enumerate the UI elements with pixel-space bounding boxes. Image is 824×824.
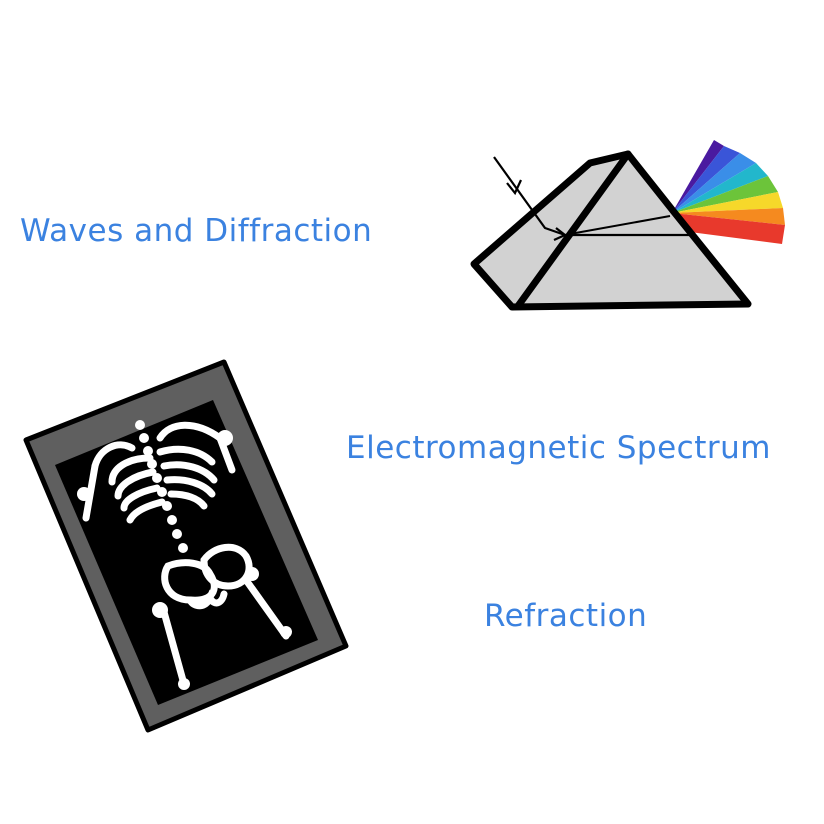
prism-edge [514,150,632,310]
spectrum-fan [672,140,785,244]
right-clavicle [156,421,224,442]
rib-left-4 [126,498,166,524]
rib-left-1 [108,454,154,486]
sacrum [186,589,228,610]
spectrum-band-violet [672,140,724,213]
spectrum-band-yellow [672,192,783,213]
rib-right-4 [167,490,208,510]
topic-label-waves-and-diffraction: Waves and Diffraction [20,213,373,249]
spectrum-band-blue [672,153,756,213]
rib-right-3 [163,476,216,498]
topic-label-refraction: Refraction [484,598,648,634]
left-clavicle [91,441,136,470]
spectrum-band-cyan [672,163,768,213]
prism-icon [470,140,785,311]
skeleton [77,420,292,690]
joints [77,430,292,690]
spectrum-band-red [672,213,785,244]
rib-left-3 [120,484,161,512]
film-inner [55,400,318,705]
spectrum-band-indigo [672,146,740,213]
spine [135,420,188,553]
topic-label-electromagnetic-spectrum: Electromagnetic Spectrum [346,430,771,466]
pelvis-left [161,559,218,604]
light-ray [493,156,695,242]
spectrum-band-green [672,176,778,213]
xray-film-icon [23,359,349,733]
right-femur [242,576,290,640]
rib-left-2 [114,468,157,500]
rib-right-2 [160,461,218,484]
left-femur [160,608,188,688]
rib-right-1 [156,445,216,466]
spectrum-band-orange [672,208,785,225]
